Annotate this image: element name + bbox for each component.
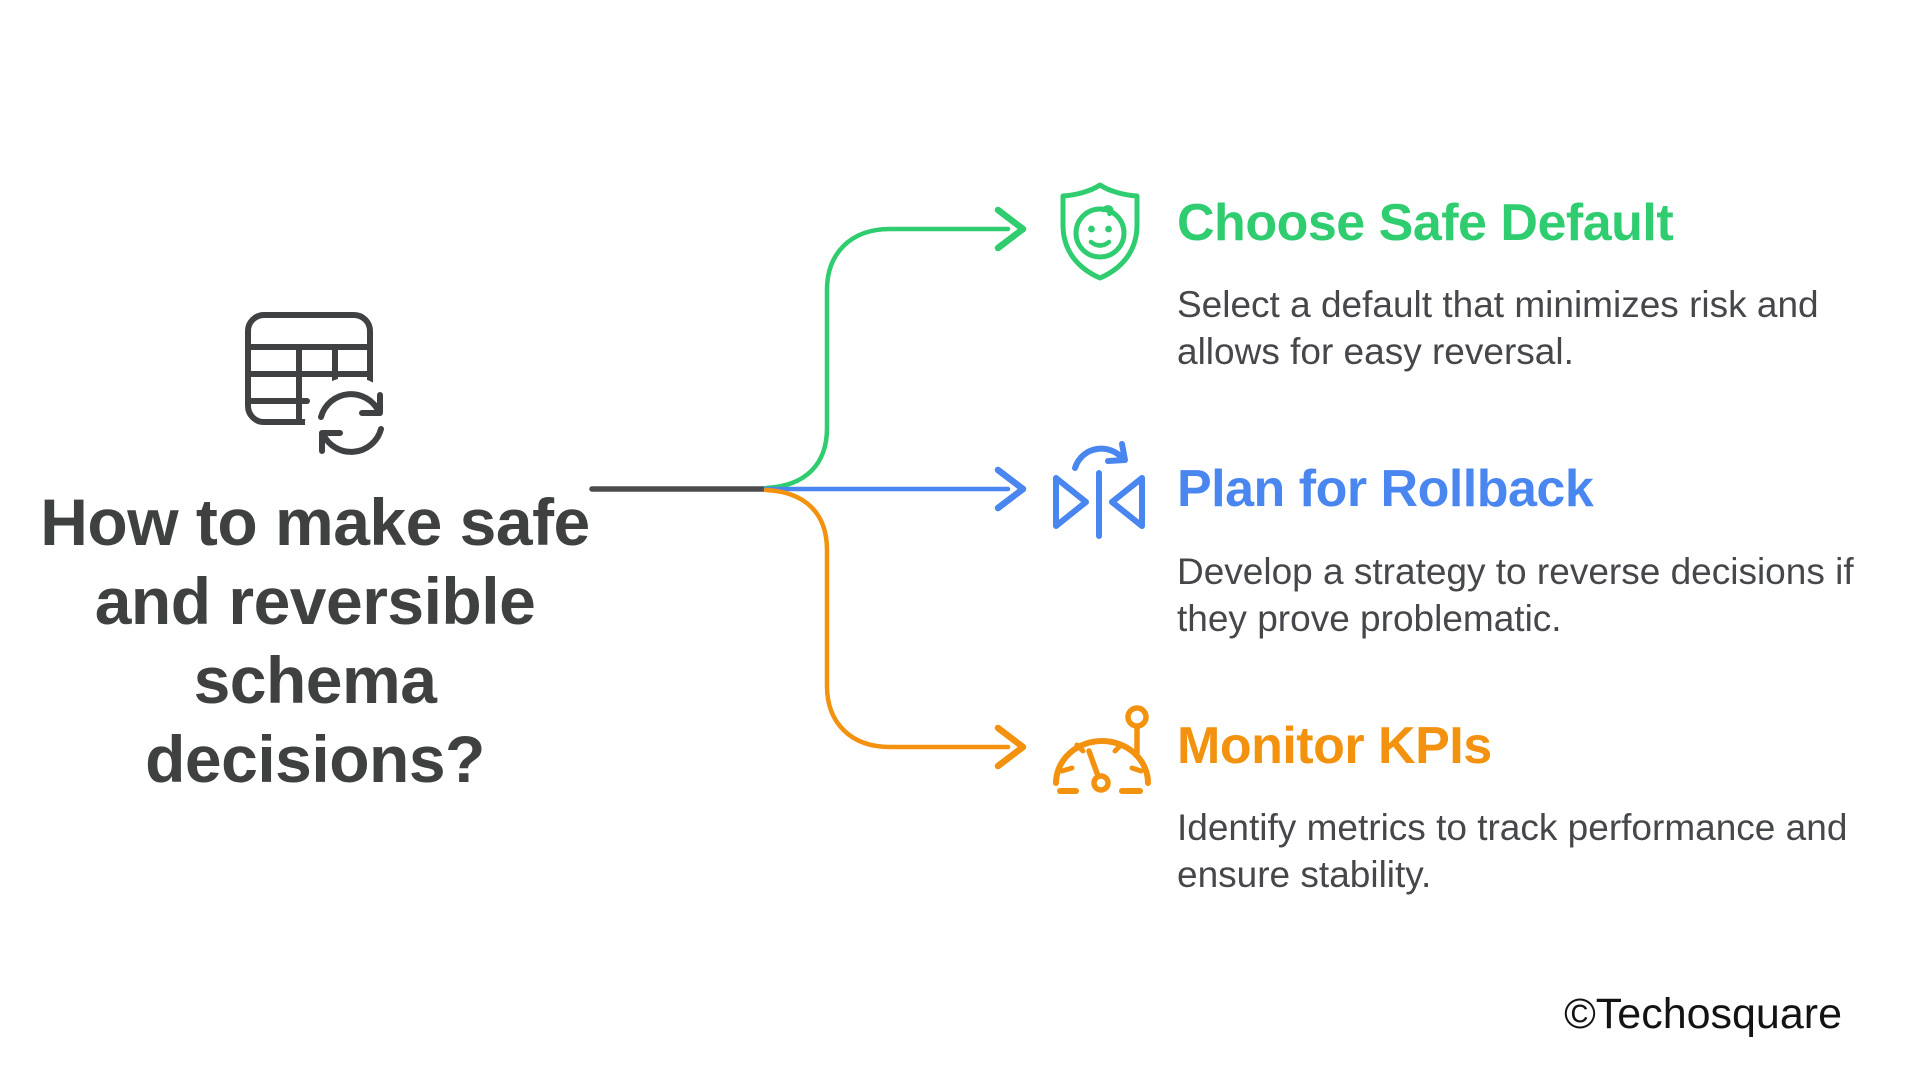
branch-desc-monitor-kpis: Identify metrics to track performance an…	[1177, 804, 1847, 898]
orange-branch-line	[763, 487, 1011, 750]
watermark: ©Techosquare	[1564, 990, 1842, 1038]
branch-desc-choose-safe-default: Select a default that minimizes risk and…	[1177, 281, 1819, 375]
branch-desc-line: Identify metrics to track performance an…	[1177, 807, 1848, 848]
blue-arrowhead-icon	[994, 466, 1027, 512]
branch-desc-line: Select a default that minimizes risk and	[1177, 284, 1819, 325]
branch-heading-plan-for-rollback: Plan for Rollback	[1177, 460, 1594, 518]
shield-smiley-icon	[1060, 182, 1140, 281]
branch-desc-line: Develop a strategy to reverse decisions …	[1177, 551, 1854, 592]
branch-desc-line: ensure stability.	[1177, 854, 1432, 895]
orange-arrowhead-icon	[994, 724, 1027, 770]
branch-desc-line: they prove problematic.	[1177, 598, 1562, 639]
table-sync-icon	[245, 312, 395, 462]
topic-title: How to make safe and reversible schema d…	[30, 483, 600, 799]
topic-title-line: decisions?	[145, 722, 485, 796]
topic-title-line: schema	[193, 643, 437, 717]
topic-title-line: and reversible	[94, 564, 536, 638]
branch-desc-line: allows for easy reversal.	[1177, 331, 1574, 372]
branch-heading-monitor-kpis: Monitor KPIs	[1177, 717, 1492, 775]
speedometer-pin-icon	[1053, 705, 1151, 794]
topic-title-line: How to make safe	[40, 485, 590, 559]
green-branch-line	[763, 226, 1011, 491]
flip-horizontal-icon	[1053, 441, 1145, 539]
branch-desc-plan-for-rollback: Develop a strategy to reverse decisions …	[1177, 548, 1854, 642]
branch-heading-choose-safe-default: Choose Safe Default	[1177, 194, 1674, 252]
green-arrowhead-icon	[994, 206, 1027, 252]
